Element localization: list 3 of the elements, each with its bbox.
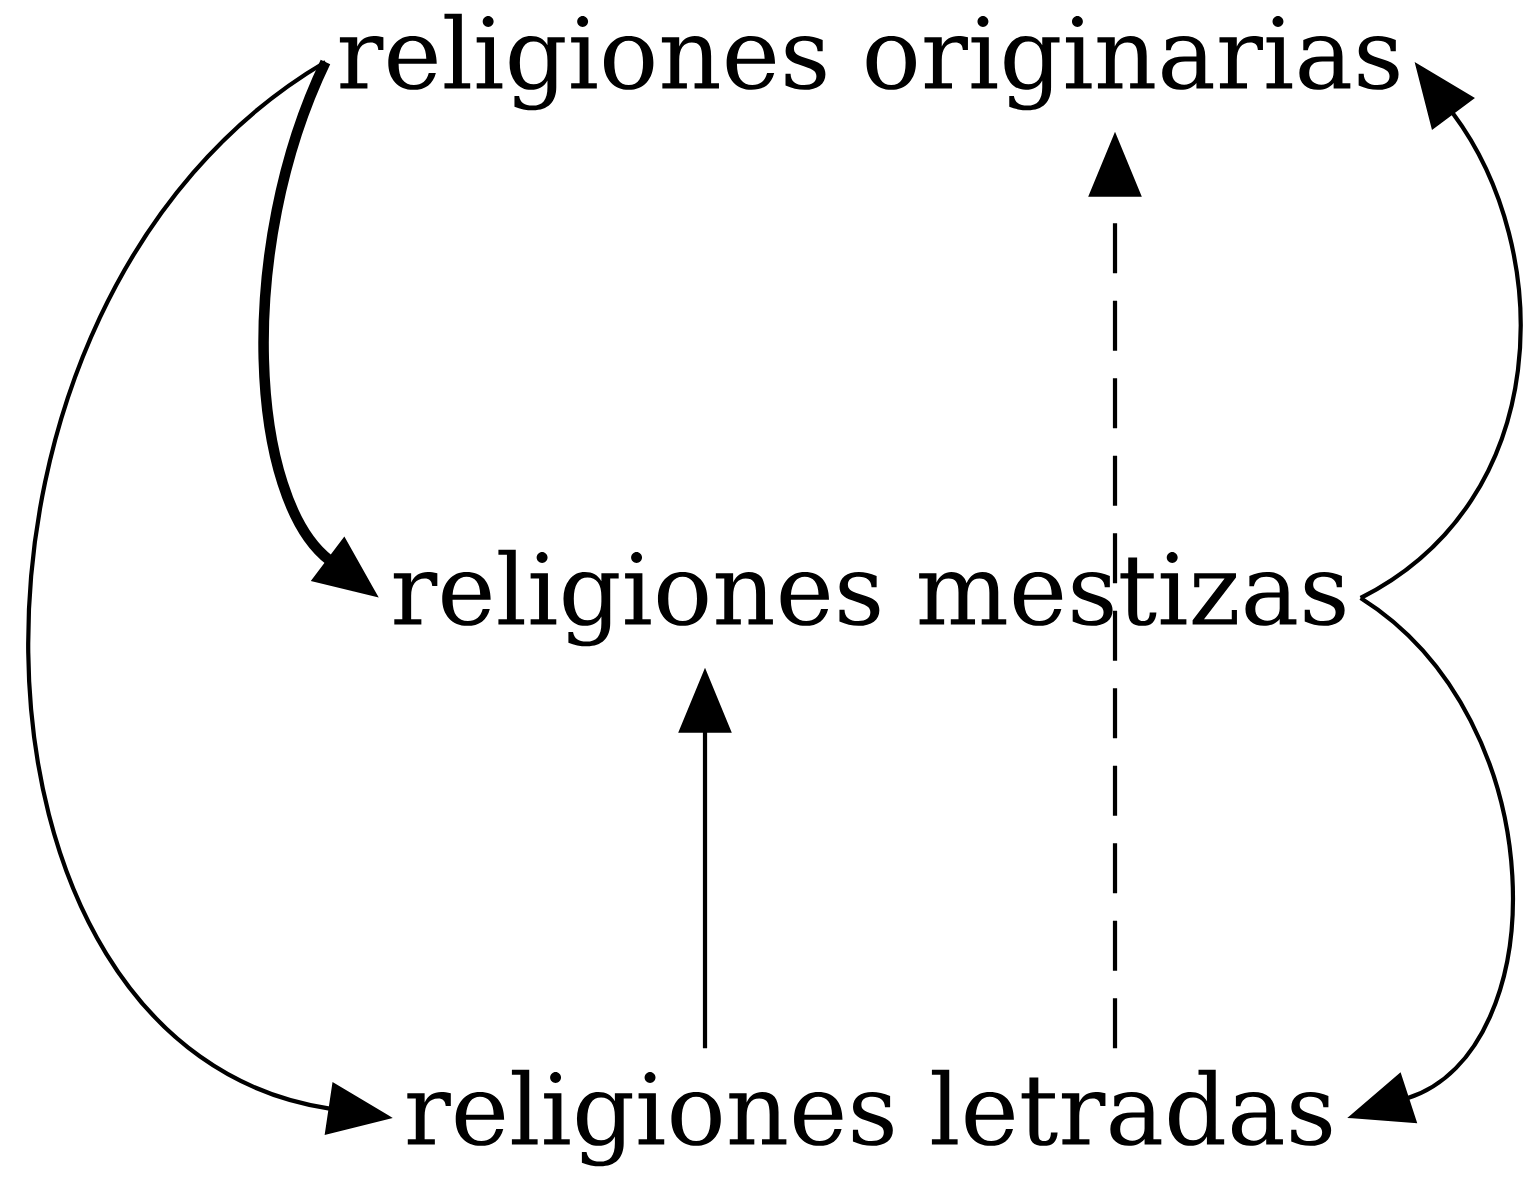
node-label: religiones mestizas xyxy=(393,549,1345,647)
node-label: religiones originarias xyxy=(339,13,1399,111)
node-label: religiones letradas xyxy=(407,1069,1332,1167)
